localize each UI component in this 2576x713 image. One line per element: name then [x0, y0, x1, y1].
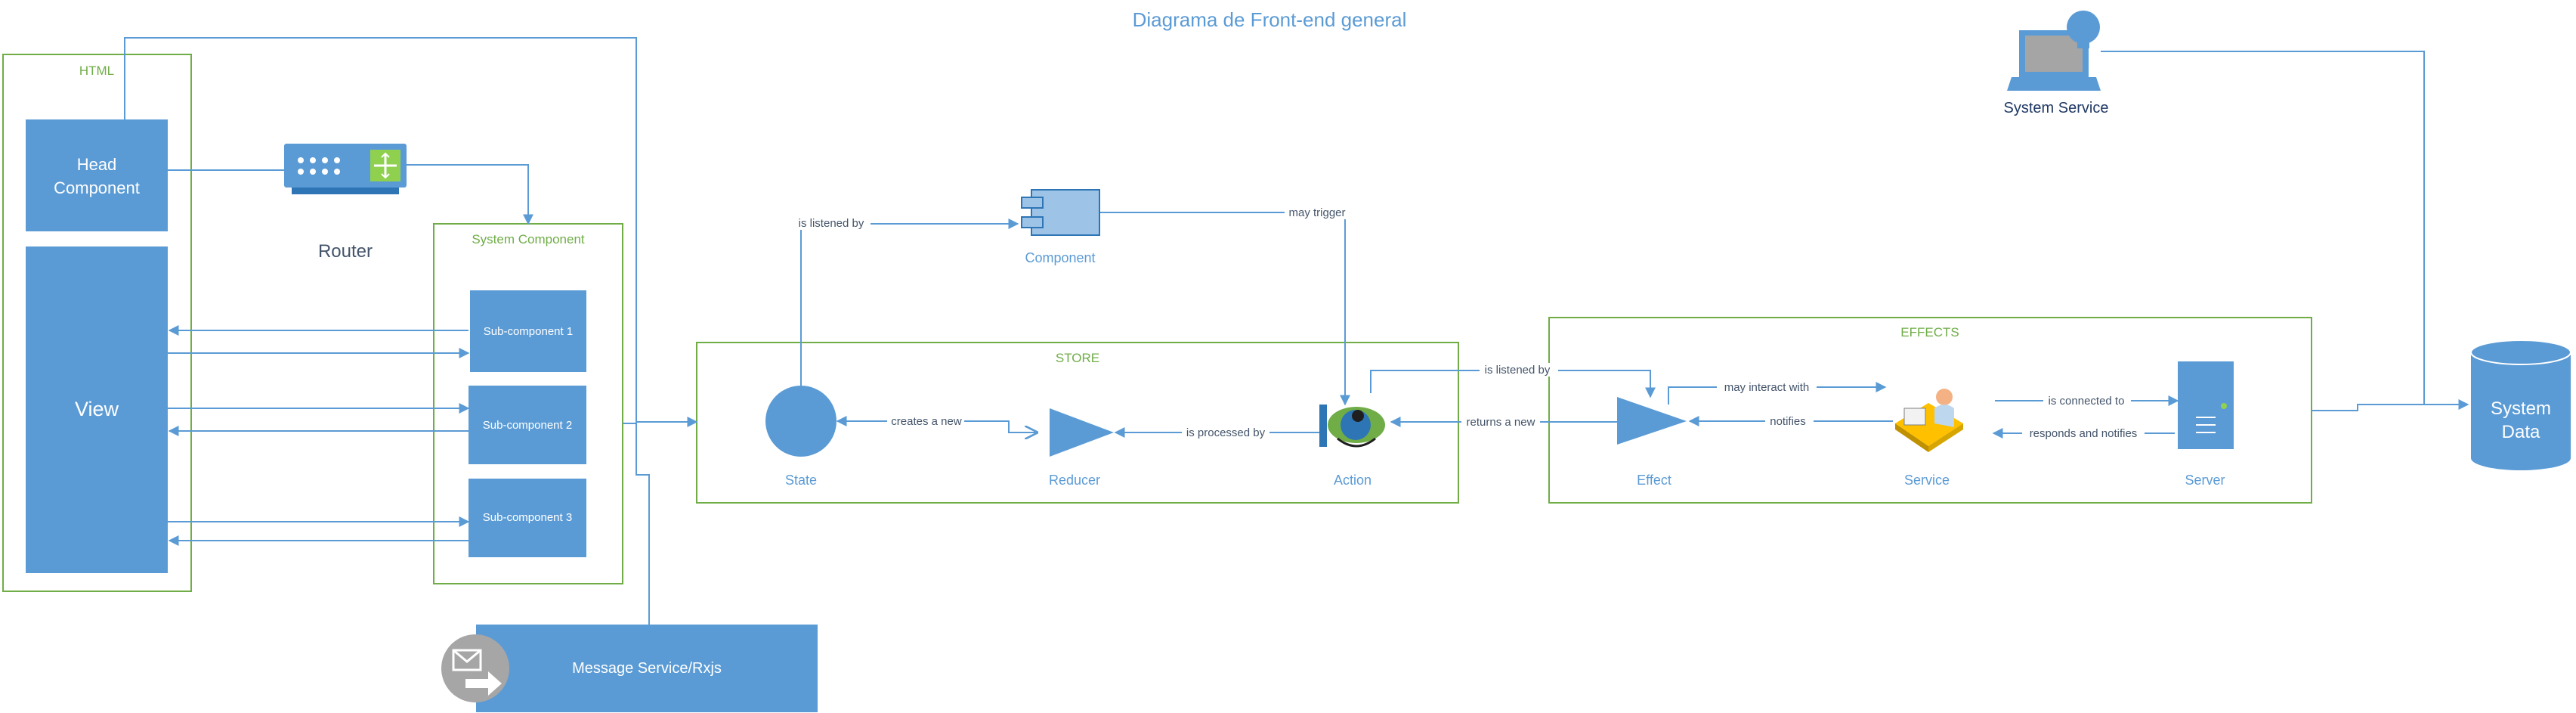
label-may-trigger: may trigger — [1288, 206, 1345, 219]
person-top-view-icon — [1319, 405, 1385, 448]
message-service-node[interactable]: Message Service/Rxjs — [441, 625, 818, 712]
system-data-node[interactable]: System Data — [2470, 339, 2571, 470]
diagram-title: Diagrama de Front-end general — [1133, 8, 1407, 31]
mail-forward-icon — [441, 634, 509, 702]
label-notifies: notifies — [1770, 415, 1806, 428]
server-label: Server — [2185, 473, 2225, 488]
sub-component-1-node[interactable]: Sub-component 1 — [470, 290, 586, 372]
state-node[interactable]: State — [765, 386, 837, 488]
head-component-label-line2: Component — [54, 178, 140, 197]
system-data-label-line1: System — [2491, 398, 2551, 419]
label-responds-and-notifies: responds and notifies — [2030, 427, 2138, 440]
action-label: Action — [1334, 473, 1371, 488]
edge-router-to-system-component — [407, 164, 533, 225]
service-node[interactable]: Service — [1895, 389, 1963, 488]
reducer-node[interactable]: Reducer — [1049, 408, 1114, 488]
sub-component-2-label: Sub-component 2 — [483, 419, 572, 432]
effect-label: Effect — [1637, 473, 1671, 488]
label-is-listened-by-store: is listened by — [799, 217, 864, 230]
head-component-label-line1: Head — [77, 155, 117, 174]
edge-component-to-action — [1099, 212, 1350, 406]
component-node[interactable]: Component — [1021, 189, 1100, 265]
server-node[interactable]: Server — [2178, 361, 2234, 488]
state-label: State — [785, 473, 817, 488]
component-label: Component — [1025, 250, 1095, 265]
router-switch-icon — [284, 144, 407, 194]
sub-component-3-label: Sub-component 3 — [483, 511, 572, 524]
component-icon — [1021, 189, 1100, 236]
view-node[interactable]: View — [26, 246, 168, 573]
edge-labels: is listened by may trigger creates a new… — [792, 206, 2145, 440]
edge-state-to-component — [800, 219, 1019, 386]
sub-component-1-label: Sub-component 1 — [484, 325, 573, 338]
system-service-node[interactable]: System Service — [2004, 11, 2109, 116]
label-may-interact-with: may interact with — [1724, 381, 1810, 394]
edge-system-component-to-store — [623, 417, 698, 427]
effects-container-label: EFFECTS — [1900, 325, 1959, 339]
effect-node[interactable]: Effect — [1617, 397, 1687, 488]
person-at-desk-icon — [1895, 389, 1963, 452]
edge-head-to-message — [124, 37, 650, 625]
edge-effects-to-system-data — [2312, 399, 2469, 411]
database-cylinder-icon — [2470, 339, 2571, 470]
action-node[interactable]: Action — [1319, 405, 1385, 488]
label-is-processed-by: is processed by — [1186, 426, 1266, 439]
router-node[interactable]: Router — [284, 144, 407, 262]
router-label: Router — [318, 241, 373, 262]
html-container: HTML — [2, 54, 192, 592]
head-component-node[interactable]: Head Component — [26, 119, 168, 231]
label-is-listened-by-effect: is listened by — [1485, 364, 1551, 377]
label-creates-a-new: creates a new — [891, 415, 962, 428]
reducer-label: Reducer — [1049, 473, 1100, 488]
view-label: View — [75, 398, 119, 420]
system-service-label: System Service — [2004, 100, 2109, 116]
sub-component-3-node[interactable]: Sub-component 3 — [469, 479, 586, 557]
label-is-connected-to: is connected to — [2049, 395, 2125, 408]
html-container-label: HTML — [79, 64, 114, 78]
store-container-label: STORE — [1056, 351, 1099, 365]
system-data-label-line2: Data — [2502, 422, 2540, 442]
sub-component-2-node[interactable]: Sub-component 2 — [469, 386, 586, 464]
message-service-label: Message Service/Rxjs — [572, 660, 722, 677]
server-icon — [2178, 361, 2234, 449]
laptop-lightbulb-icon — [2007, 11, 2101, 91]
edge-system-service-to-system-data — [2101, 51, 2425, 405]
system-component-label: System Component — [472, 232, 585, 246]
label-returns-a-new: returns a new — [1467, 416, 1535, 429]
service-label: Service — [1904, 473, 1950, 488]
